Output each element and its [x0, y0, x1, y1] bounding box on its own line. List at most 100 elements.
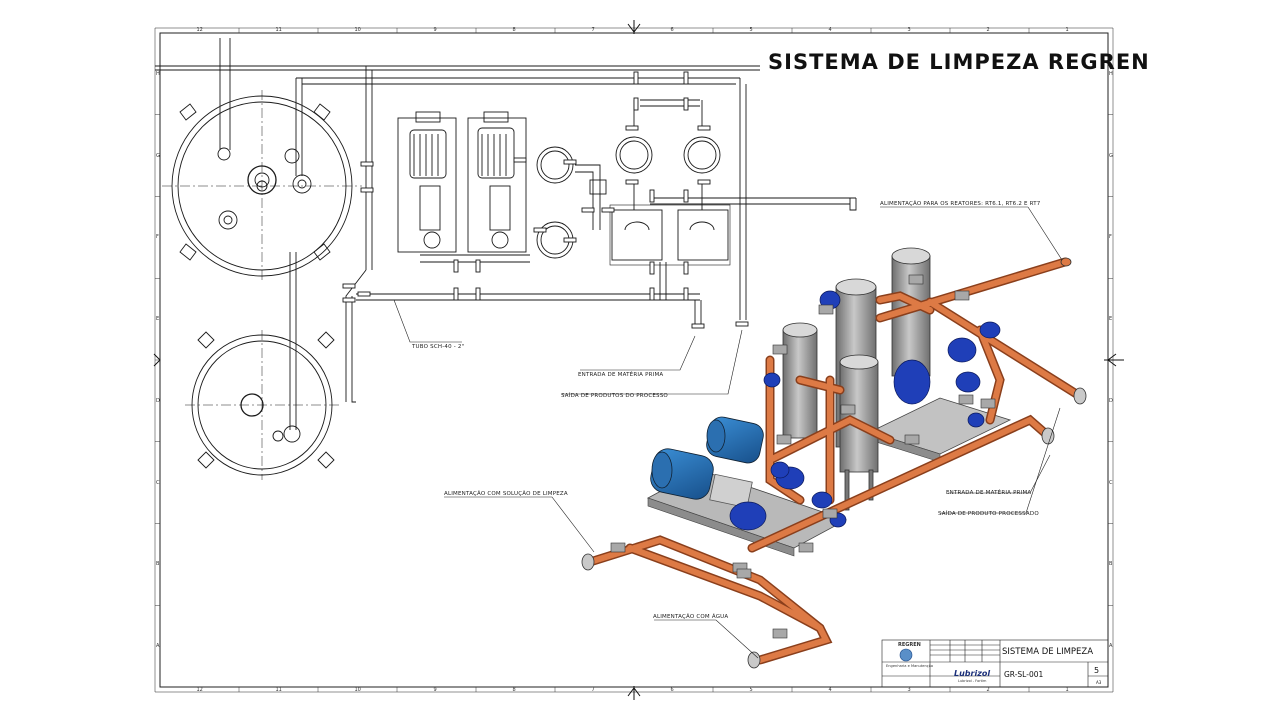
title-block — [881, 639, 1109, 688]
valve-actuator — [958, 394, 974, 405]
drawing-title: SISTEMA DE LIMPEZA REGREN — [768, 50, 1150, 74]
zone-label: H — [1109, 70, 1113, 77]
pump-head — [893, 359, 931, 405]
zone-label: 4 — [828, 687, 832, 693]
zone-label: 7 — [591, 687, 595, 693]
zone-ticks — [155, 28, 1113, 692]
pipe-flange — [342, 297, 356, 303]
title-block-sheet-size: A3 — [1096, 680, 1102, 685]
pipe-flange — [563, 159, 577, 165]
pump-head — [967, 412, 985, 428]
pump-head — [770, 461, 790, 479]
valve-actuator — [818, 304, 834, 315]
zone-label: 7 — [591, 27, 595, 33]
pump-head — [955, 371, 981, 393]
isometric-view — [581, 247, 1087, 669]
label-alimentacao-reatores: ALIMENTAÇÃO PARA OS REATORES: RT6.1, RT6… — [880, 201, 1041, 207]
zone-label: B — [156, 561, 160, 568]
zone-label: 2 — [986, 687, 990, 693]
valve-actuator — [610, 542, 626, 553]
pump-head — [763, 372, 781, 388]
valve-actuator — [980, 398, 996, 409]
pipe-flange — [357, 291, 371, 297]
zone-label: 2 — [986, 27, 990, 33]
zone-label: 3 — [907, 27, 911, 33]
pipe-flange — [683, 189, 689, 203]
zone-label: 9 — [433, 687, 437, 693]
zone-label: 1 — [1065, 27, 1069, 33]
title-block-sheet: 5 — [1094, 666, 1100, 675]
pipe-flange — [475, 287, 481, 301]
valve-actuator — [776, 434, 792, 445]
zone-label: 11 — [275, 687, 282, 693]
pipe-flange — [581, 207, 595, 213]
title-block-client-sub: Lubrizol - Fortim — [958, 679, 987, 683]
zone-label: D — [1109, 397, 1113, 404]
pipe-flange — [601, 207, 615, 213]
label-saida-produtos-processo: SAÍDA DE PRODUTOS DO PROCESSO — [561, 393, 668, 399]
valve-actuator — [822, 508, 838, 519]
zone-label: 12 — [196, 27, 203, 33]
pipe-flange — [533, 227, 547, 233]
zone-label: G — [1109, 152, 1113, 159]
label-alimentacao-solucao: ALIMENTAÇÃO COM SOLUÇÃO DE LIMPEZA — [444, 491, 568, 497]
valve-actuator — [908, 274, 924, 285]
pipe-flange — [453, 259, 459, 273]
pipe-flange — [633, 71, 639, 85]
title-block-company-sub: Engenharia e Manutenção — [886, 664, 934, 668]
label-entrada-materia-prima-iso: ENTRADA DE MATÉRIA PRIMA — [946, 490, 1032, 496]
pump-head — [979, 321, 1001, 339]
pump-motors — [650, 416, 764, 509]
zone-label: 11 — [275, 27, 282, 33]
zone-label: 3 — [907, 687, 911, 693]
zone-label: 6 — [670, 27, 674, 33]
leader-lines — [393, 206, 1063, 659]
pipe-flange — [683, 261, 689, 275]
zone-label: A — [156, 643, 160, 650]
zone-label: 10 — [354, 27, 361, 33]
zone-label: 1 — [1065, 687, 1069, 693]
pipe-flange — [683, 71, 689, 85]
plan-view — [155, 38, 857, 480]
zone-label: G — [156, 152, 160, 159]
zone-label: E — [156, 316, 160, 323]
title-block-company: REGREN — [898, 642, 921, 648]
pump-heads — [729, 290, 1001, 531]
label-tubo: TUBO SCH-40 - 2" — [412, 344, 465, 350]
centering-marks — [153, 20, 1124, 700]
pipe-flange — [633, 97, 639, 111]
valve-actuator — [772, 344, 788, 355]
pipe-flange — [735, 321, 749, 327]
pipe-flange — [649, 287, 655, 301]
pipe-flange — [625, 179, 639, 185]
zone-label: 5 — [749, 687, 753, 693]
zone-label: 4 — [828, 27, 832, 33]
pipe-flange — [360, 161, 374, 167]
pipe-flange — [625, 125, 639, 131]
valve-actuator — [736, 568, 752, 579]
pipe-flange — [513, 157, 527, 163]
zone-label: A — [1109, 643, 1113, 650]
valve-actuator — [772, 628, 788, 639]
pipe-flanges — [342, 71, 749, 329]
title-block-drawing-title: SISTEMA DE LIMPEZA — [1002, 647, 1094, 657]
pump-head — [811, 491, 833, 509]
zone-label: C — [1109, 479, 1113, 486]
pipe-flange — [697, 179, 711, 185]
pipe-flange — [649, 189, 655, 203]
pump-head — [947, 337, 977, 363]
zone-label: D — [156, 397, 160, 404]
valve-actuators — [610, 274, 996, 639]
title-block-drawing-code: GR-SL-001 — [1004, 670, 1044, 679]
pipe-flange — [453, 287, 459, 301]
valve-actuator — [954, 290, 970, 301]
pipe-flange — [691, 323, 705, 329]
zone-label: C — [156, 479, 160, 486]
pipe-flange — [342, 283, 356, 289]
zone-label: E — [1109, 316, 1113, 323]
zone-label: 10 — [354, 687, 361, 693]
pipe-flange — [683, 287, 689, 301]
zone-label: F — [156, 234, 159, 241]
